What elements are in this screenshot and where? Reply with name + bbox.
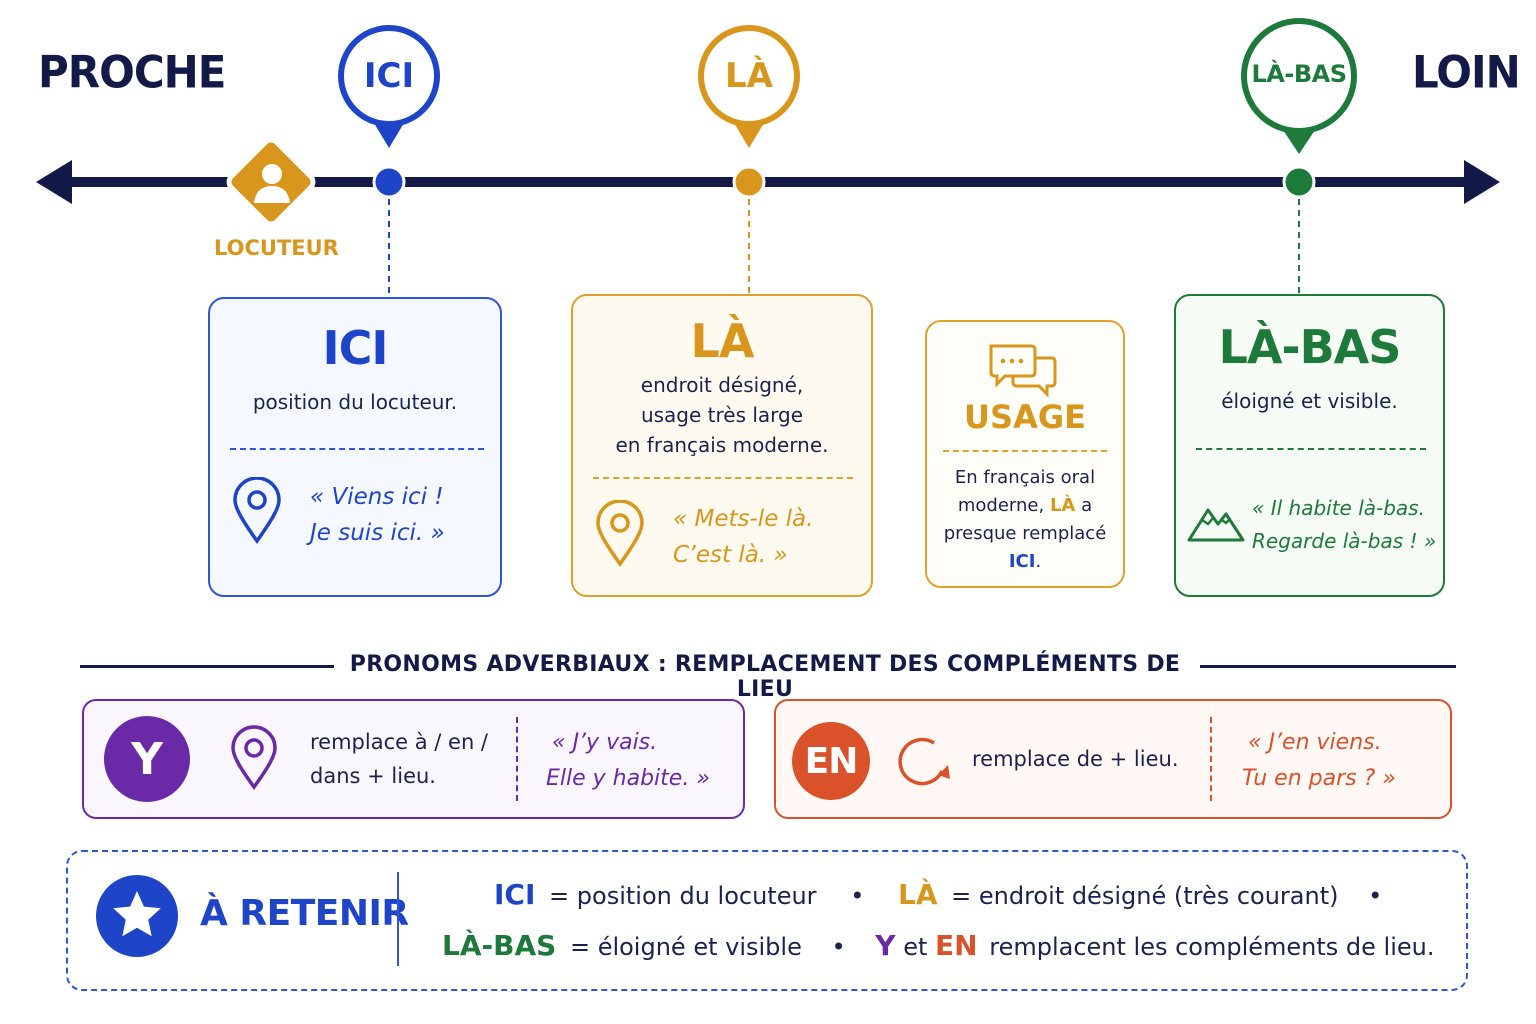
card-labas: LÀ-BAS éloigné et visible. « Il habite l… bbox=[1174, 294, 1445, 597]
retenir-box bbox=[66, 850, 1468, 991]
card-ici: ICI position du locuteur. « Viens ici ! … bbox=[208, 297, 502, 597]
map-pin-icon bbox=[233, 477, 281, 545]
card-labas-example-2: Regarde là-bas ! » bbox=[1252, 529, 1437, 553]
card-usage: USAGE En français oral moderne, LÀ a pre… bbox=[925, 320, 1125, 588]
pronoun-en-text: remplace de + lieu. bbox=[972, 747, 1179, 771]
retenir-et: et bbox=[903, 933, 928, 961]
la-pin-label: LÀ bbox=[725, 56, 773, 96]
card-la-desc-1: endroit désigné, bbox=[640, 373, 804, 397]
pronoun-y-badge: Y bbox=[104, 716, 190, 802]
pronoun-en-example-2: Tu en pars ? » bbox=[1242, 766, 1396, 791]
ici-pin bbox=[338, 25, 440, 148]
circular-arrow-icon bbox=[898, 737, 950, 786]
la-pin bbox=[698, 25, 800, 148]
labas-pin bbox=[1241, 18, 1357, 154]
labas-dot bbox=[1282, 165, 1316, 199]
retenir-line-1: ICI = position du locuteur • LÀ = endroi… bbox=[494, 878, 1382, 911]
retenir-ici-def: = position du locuteur bbox=[549, 882, 817, 910]
card-usage-line-2-pre: moderne, bbox=[957, 495, 1045, 516]
retenir-ici-kw: ICI bbox=[494, 878, 536, 911]
card-la-desc-2: usage très large bbox=[640, 403, 804, 427]
axis-arrow-left bbox=[36, 160, 72, 204]
card-usage-la-kw: LÀ bbox=[1049, 495, 1076, 516]
la-dot bbox=[732, 165, 766, 199]
pronoun-y-text-1: remplace à / en / bbox=[310, 730, 488, 754]
card-la-example-1: « Mets-le là. bbox=[673, 506, 814, 532]
card-usage-title: USAGE bbox=[964, 398, 1086, 436]
labas-pin-label: LÀ-BAS bbox=[1251, 60, 1347, 88]
retenir-la-kw: LÀ bbox=[897, 878, 938, 911]
retenir-bullet-2: • bbox=[1368, 882, 1383, 910]
retenir-bullet-3: • bbox=[831, 933, 846, 961]
ici-pin-label: ICI bbox=[363, 56, 415, 96]
loin-label: LOIN bbox=[1412, 46, 1521, 99]
star-icon bbox=[96, 875, 178, 957]
pronoun-y-example-1: « J’y vais. bbox=[552, 730, 658, 755]
retenir-labas-def: = éloigné et visible bbox=[569, 933, 802, 961]
retenir-bullet-1: • bbox=[850, 882, 865, 910]
retenir-labas-kw: LÀ-BAS bbox=[442, 929, 557, 962]
pronoun-en-box: EN remplace de + lieu. « J’en viens. Tu … bbox=[774, 699, 1452, 819]
chat-bubbles-icon bbox=[989, 344, 1057, 398]
card-usage-line-3: presque remplacé bbox=[943, 523, 1107, 544]
distance-axis bbox=[36, 18, 1500, 296]
pronoun-en-badge: EN bbox=[792, 722, 870, 800]
pronouns-section-title: PRONOMS ADVERBIAUX : REMPLACEMENT DES CO… bbox=[349, 652, 1181, 702]
card-ici-example-2: Je suis ici. » bbox=[310, 520, 445, 546]
card-labas-title: LÀ-BAS bbox=[1218, 320, 1402, 374]
map-pin-icon bbox=[596, 500, 644, 568]
retenir-la-def: = endroit désigné (très courant) bbox=[951, 882, 1339, 910]
card-la-example-2: C’est là. » bbox=[673, 542, 788, 568]
card-labas-desc: éloigné et visible. bbox=[1221, 389, 1398, 413]
pronoun-y-example-2: Elle y habite. » bbox=[546, 766, 710, 791]
axis-arrow-right bbox=[1464, 160, 1500, 204]
card-usage-line-2-post: a bbox=[1081, 495, 1093, 516]
person-diamond-icon bbox=[226, 137, 316, 227]
pronoun-y-text-2: dans + lieu. bbox=[310, 764, 436, 788]
retenir-final-def: remplacent les compléments de lieu. bbox=[989, 933, 1435, 961]
retenir-title: À RETENIR bbox=[200, 893, 409, 934]
ici-dot bbox=[372, 165, 406, 199]
card-usage-ici-kw: ICI bbox=[1008, 551, 1036, 572]
card-ici-example-1: « Viens ici ! bbox=[310, 484, 444, 510]
card-ici-desc: position du locuteur. bbox=[252, 390, 458, 414]
card-ici-title: ICI bbox=[322, 321, 389, 375]
card-la: LÀ endroit désigné, usage très large en … bbox=[571, 294, 873, 597]
retenir-en-kw: EN bbox=[935, 929, 978, 962]
card-usage-line-4-post: . bbox=[1035, 551, 1042, 572]
card-la-desc-3: en français moderne. bbox=[615, 433, 829, 457]
mountain-icon bbox=[1187, 508, 1245, 542]
proche-label: PROCHE bbox=[38, 46, 226, 99]
card-usage-line-1: En français oral bbox=[954, 467, 1096, 488]
retenir-line-2: LÀ-BAS = éloigné et visible • Y et EN re… bbox=[442, 929, 1435, 962]
pronoun-en-example-1: « J’en viens. bbox=[1248, 730, 1382, 755]
card-la-title: LÀ bbox=[690, 314, 755, 368]
map-pin-icon bbox=[231, 725, 277, 790]
card-labas-example-1: « Il habite là-bas. bbox=[1252, 496, 1425, 520]
retenir-y-kw: Y bbox=[875, 929, 896, 962]
locuteur-label: LOCUTEUR bbox=[214, 236, 339, 260]
pronoun-y-box: Y remplace à / en / dans + lieu. « J’y v… bbox=[82, 699, 745, 819]
